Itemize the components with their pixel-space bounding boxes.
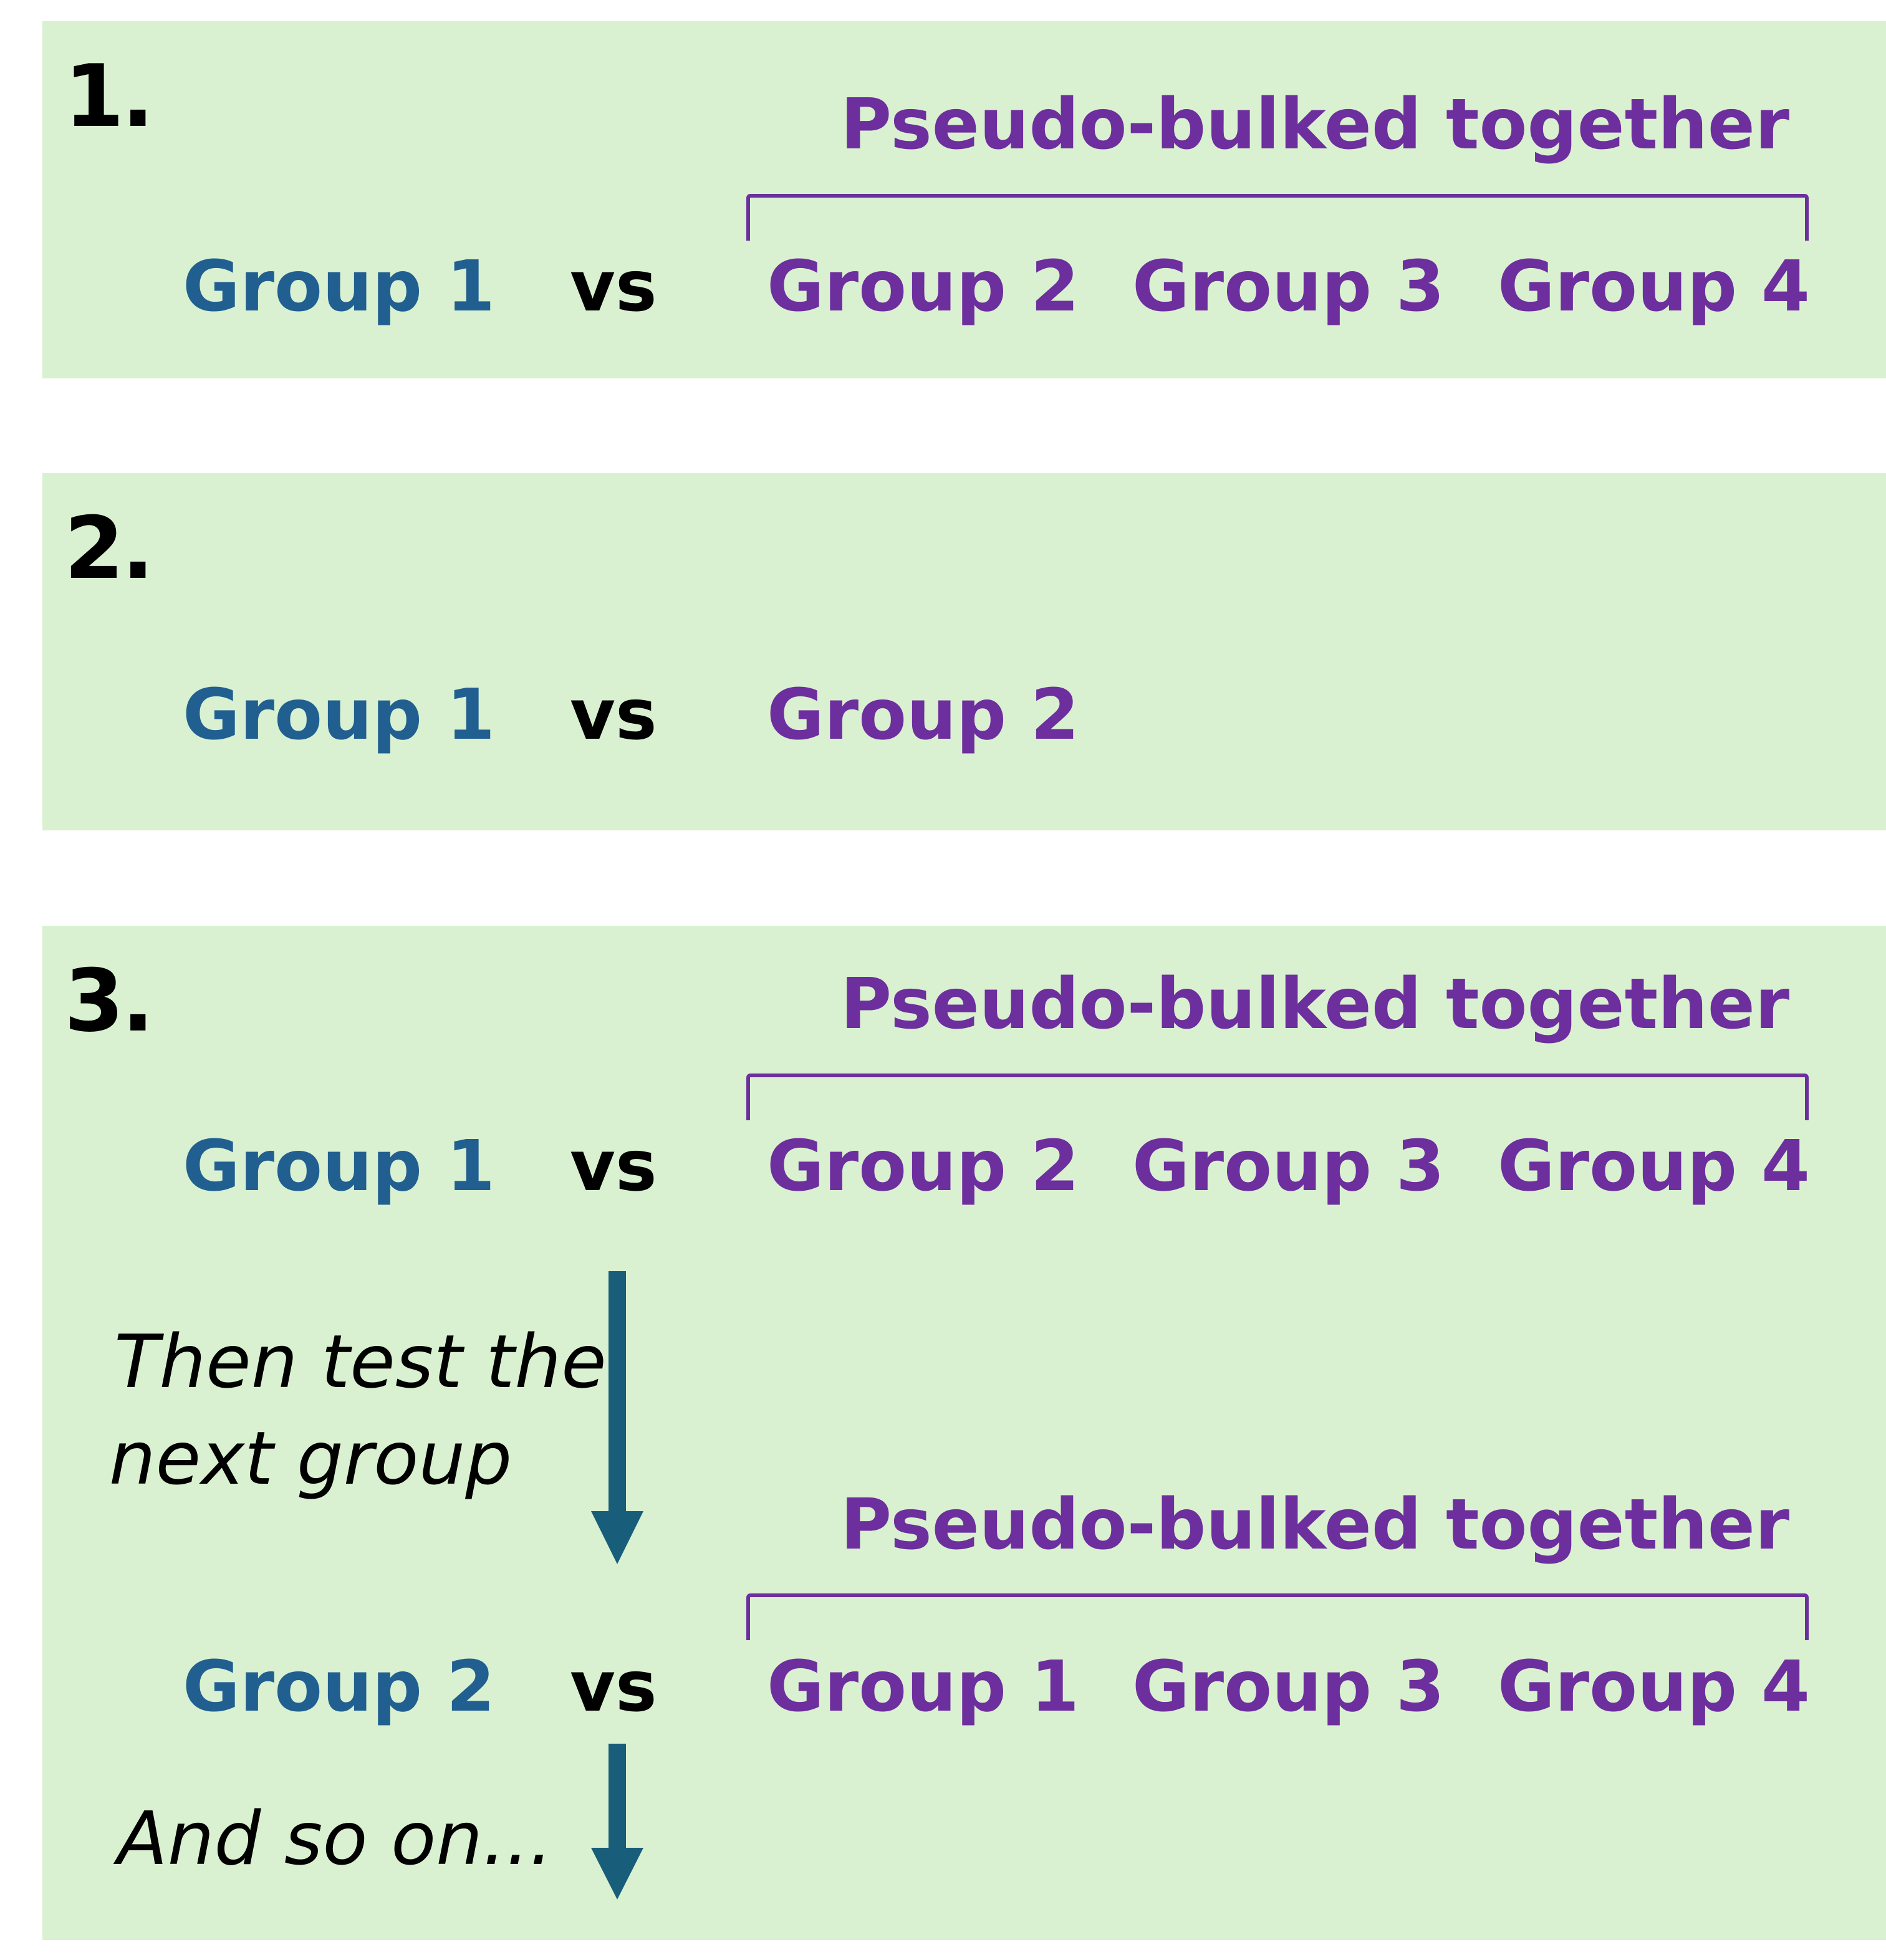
- vs-label: vs: [570, 246, 657, 327]
- left-group-label: Group 2: [183, 1646, 495, 1727]
- pseudo-bulked-label: Pseudo-bulked together: [840, 1484, 1790, 1565]
- next-group-note-line-2: next group: [108, 1415, 512, 1501]
- right-group-label: Group 2: [767, 246, 1079, 327]
- left-group-label: Group 1: [183, 246, 495, 327]
- right-group-label: Group 4: [1498, 246, 1810, 327]
- right-group-label: Group 2: [767, 1126, 1079, 1207]
- left-group-label: Group 1: [183, 675, 495, 756]
- right-group-label: Group 3: [1132, 246, 1445, 327]
- panel-number: 3.: [64, 951, 154, 1051]
- next-group-note-line-1: Then test the: [114, 1319, 607, 1405]
- pseudo-bulked-label: Pseudo-bulked together: [840, 84, 1790, 165]
- down-arrow-icon: [591, 1271, 643, 1564]
- vs-label: vs: [570, 1126, 657, 1207]
- right-group-label: Group 3: [1132, 1646, 1445, 1727]
- right-group-label: Group 3: [1132, 1126, 1445, 1207]
- pseudo-bulked-bracket: [746, 194, 1809, 241]
- pseudo-bulked-bracket: [746, 1593, 1809, 1640]
- panel-number: 2.: [64, 498, 154, 598]
- right-group-label: Group 1: [767, 1646, 1079, 1727]
- vs-label: vs: [570, 1646, 657, 1727]
- right-group-label: Group 2: [767, 675, 1079, 756]
- right-group-label: Group 4: [1498, 1126, 1810, 1207]
- pseudo-bulked-bracket: [746, 1074, 1809, 1120]
- panel-1: 1. Pseudo-bulked together Group 1 vs Gro…: [42, 21, 1886, 378]
- panel-3: 3. Pseudo-bulked together Group 1 vs Gro…: [42, 926, 1886, 1940]
- panel-2: 2. Group 1 vs Group 2: [42, 473, 1886, 830]
- down-arrow-icon: [591, 1744, 643, 1900]
- right-group-label: Group 4: [1498, 1646, 1810, 1727]
- and-so-on-note: And so on...: [117, 1795, 553, 1881]
- panel-number: 1.: [64, 46, 154, 147]
- left-group-label: Group 1: [183, 1126, 495, 1207]
- vs-label: vs: [570, 675, 657, 756]
- pseudo-bulked-label: Pseudo-bulked together: [840, 964, 1790, 1045]
